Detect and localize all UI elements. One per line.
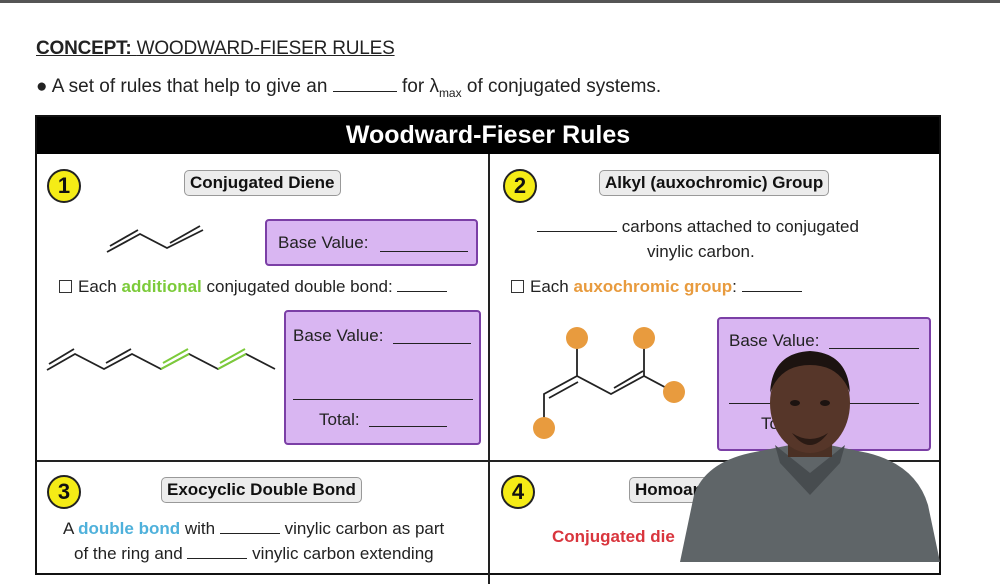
cell2-line1: carbons attached to conjugated <box>537 217 859 237</box>
cell1-title: Conjugated Diene <box>184 170 341 196</box>
row-divider <box>37 460 939 462</box>
answer-blank <box>332 91 397 92</box>
cell3-title: Exocyclic Double Bond <box>161 477 362 503</box>
cell1-rule: Each additional conjugated double bond: <box>59 277 448 297</box>
cell2-title: Alkyl (auxochromic) Group <box>599 170 830 196</box>
octatetraene-structure <box>46 348 276 371</box>
top-border <box>0 0 1000 3</box>
column-divider <box>488 154 490 584</box>
base-value-box-2: Base Value: Total: <box>284 310 481 445</box>
badge-4: 4 <box>501 475 535 509</box>
cell3-line2: of the ring and vinylic carbon extending <box>74 544 434 563</box>
cell3-line1: A double bond with vinylic carbon as par… <box>63 519 445 538</box>
presenter-video <box>680 351 940 562</box>
table-title: Woodward-Fieser Rules <box>37 117 939 154</box>
rules-table: Woodward-Fieser Rules 1 Conjugated Diene… <box>35 115 941 584</box>
alkyl-diene-structure <box>533 327 685 439</box>
definition-line: ● A set of rules that help to give an fo… <box>36 76 662 100</box>
checkbox[interactable] <box>59 280 72 293</box>
base-value-box-1: Base Value: <box>265 219 478 266</box>
cell4-text: Conjugated die <box>552 527 675 546</box>
concept-heading: CONCEPT: WOODWARD-FIESER RULES <box>36 38 395 59</box>
cell2-rule: Each auxochromic group: <box>511 277 802 297</box>
alkyl-dot <box>633 327 655 349</box>
cell2-line2: vinylic carbon. <box>647 242 755 261</box>
alkyl-dot <box>566 327 588 349</box>
badge-2: 2 <box>503 169 537 203</box>
butadiene-structure <box>106 225 204 253</box>
badge-1: 1 <box>47 169 81 203</box>
lambda-max: λmax <box>429 76 462 100</box>
checkbox[interactable] <box>511 280 524 293</box>
alkyl-dot <box>663 381 685 403</box>
badge-3: 3 <box>47 475 81 509</box>
alkyl-dot <box>533 417 555 439</box>
